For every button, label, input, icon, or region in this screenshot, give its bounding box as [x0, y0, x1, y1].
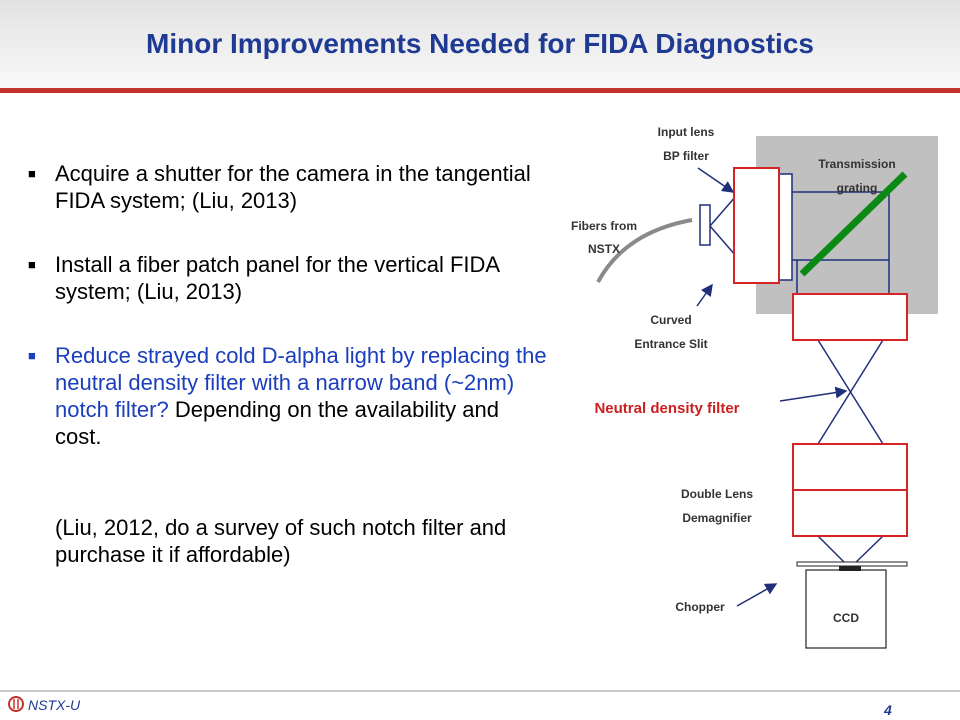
- bullet-text: Install a fiber patch panel for the vert…: [55, 252, 499, 304]
- bullet-item: ■ Install a fiber patch panel for the ve…: [28, 251, 548, 305]
- chopper-blade: [796, 561, 908, 567]
- grating-label: grating: [837, 181, 878, 195]
- nstx-label: NSTX: [588, 242, 620, 256]
- bullet-list: ■ Acquire a shutter for the camera in th…: [28, 160, 548, 487]
- bullet-note: (Liu, 2012, do a survey of such notch fi…: [55, 515, 507, 567]
- entrance-slit: [777, 173, 793, 281]
- lens-element: [792, 293, 908, 341]
- bullet-text-highlight: Reduce strayed cold D-alpha light by rep…: [55, 343, 547, 422]
- footer-divider: [0, 690, 960, 692]
- input-lens-label: Input lens: [658, 125, 715, 139]
- ccd-label: CCD: [833, 611, 859, 625]
- ccd-sensor: [839, 566, 861, 571]
- nstx-logo-icon: [8, 696, 24, 712]
- bullet-item: ■ Acquire a shutter for the camera in th…: [28, 160, 548, 214]
- neutral-density-filter-label: Neutral density filter: [594, 400, 739, 417]
- curved-label: Curved: [650, 313, 691, 327]
- header-divider: [0, 88, 960, 93]
- transmission-grating: [799, 171, 908, 277]
- demagnifier-lens-bottom: [792, 489, 908, 537]
- square-bullet-icon: ■: [28, 348, 36, 363]
- bullet-text: Depending on the availability and cost.: [55, 397, 499, 449]
- input-lens: [733, 167, 780, 284]
- demagnifier-lens-top: [792, 443, 908, 491]
- footer-brand: NSTX-U: [28, 697, 81, 713]
- bullet-item: ■ Reduce strayed cold D-alpha light by r…: [28, 342, 548, 450]
- transmission-label: Transmission: [818, 157, 895, 171]
- fiber-cable: [596, 218, 693, 283]
- page-number: 4: [884, 702, 892, 718]
- slide-title: Minor Improvements Needed for FIDA Diagn…: [146, 28, 814, 59]
- beam-paths: [709, 191, 890, 569]
- chopper-label: Chopper: [675, 600, 725, 614]
- square-bullet-icon: ■: [28, 257, 36, 272]
- bullet-text: Acquire a shutter for the camera in the …: [55, 161, 531, 213]
- double-lens-label: Double Lens: [681, 487, 753, 501]
- entrance-slit-label: Entrance Slit: [634, 337, 707, 351]
- arrows: [696, 167, 848, 607]
- square-bullet-icon: ■: [28, 166, 36, 181]
- ccd-camera: [805, 569, 887, 649]
- demagnifier-label: Demagnifier: [682, 511, 752, 525]
- fibers-from-label: Fibers from: [571, 219, 637, 233]
- bp-filter-label: BP filter: [663, 149, 709, 163]
- fiber-connector: [699, 204, 711, 246]
- slide-header: [0, 0, 960, 88]
